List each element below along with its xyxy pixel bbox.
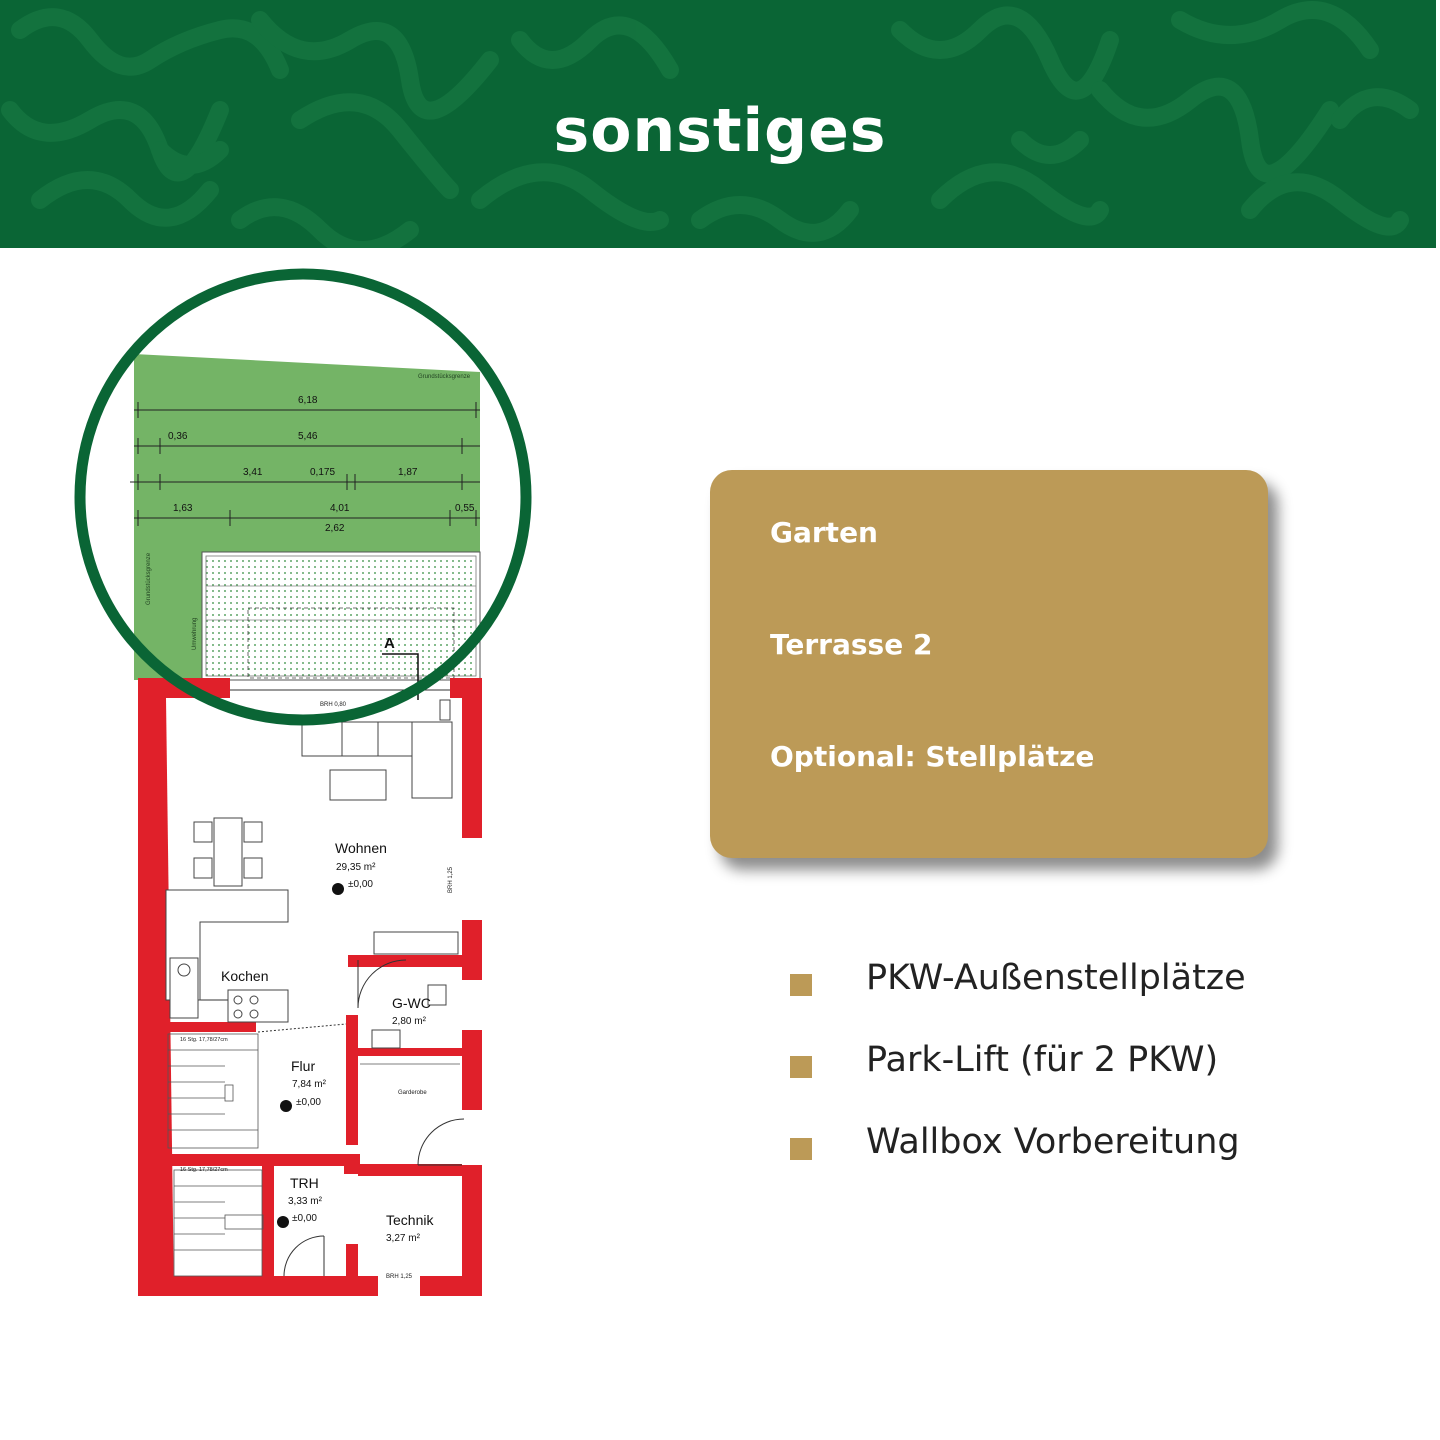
room-kochen-name: Kochen (221, 968, 268, 984)
dim-inner-width: 5,46 (298, 431, 318, 442)
house-walls (138, 678, 482, 1296)
info-card: Garten Terrasse 2 Optional: Stellplätze (710, 470, 1268, 858)
dimension-lines (130, 402, 480, 526)
stairs-label-1: 16 Stg. 17,78/27cm (180, 1037, 228, 1043)
square-bullet-icon (790, 974, 812, 996)
hedge-label: Umwehrung (192, 618, 198, 650)
room-wohnen-name: Wohnen (335, 840, 387, 856)
card-item-terrasse: Terrasse 2 (770, 628, 933, 661)
sill-height-top: BRH 0,80 (320, 702, 347, 708)
wardrobe-label: Garderobe (398, 1090, 427, 1096)
dim-garden-left: 1,63 (173, 503, 193, 514)
feature-label: Park-Lift (für 2 PKW) (866, 1040, 1219, 1080)
feature-label: PKW-Außenstellplätze (866, 958, 1246, 998)
feature-item: PKW-Außenstellplätze (790, 958, 1390, 1008)
feature-label: Wallbox Vorbereitung (866, 1122, 1240, 1162)
furniture (165, 699, 459, 1049)
sill-height-living: BRH 1,25 (448, 866, 454, 893)
feature-item: Park-Lift (für 2 PKW) (790, 1040, 1390, 1090)
section-marker: A (384, 635, 395, 652)
room-trh-name: TRH (290, 1175, 319, 1191)
maze-pattern-background (1, 1, 1419, 248)
property-line-label: Grundstücksgrenze (418, 374, 471, 380)
dim-height: 2,62 (325, 523, 345, 534)
feature-item: Wallbox Vorbereitung (790, 1122, 1390, 1172)
room-wohnen-level: ±0,00 (348, 879, 373, 890)
stairs-label-2: 16 Stg. 17,78/27cm (180, 1167, 228, 1173)
level-marker-icons (277, 883, 344, 1228)
header-banner: sonstiges (0, 0, 1436, 248)
dim-terrace-width: 4,01 (330, 503, 350, 514)
room-technik-name: Technik (386, 1212, 434, 1228)
dim-left-segment: 3,41 (243, 467, 263, 478)
property-line-side-label: Grundstücksgrenze (146, 552, 152, 605)
room-technik-area: 3,27 m² (386, 1233, 421, 1244)
room-gwc-area: 2,80 m² (392, 1016, 427, 1027)
room-flur-area: 7,84 m² (292, 1079, 327, 1090)
room-trh-level: ±0,00 (292, 1213, 317, 1224)
square-bullet-icon (790, 1056, 812, 1078)
sill-height-tech: BRH 1,25 (386, 1274, 413, 1280)
room-wohnen-area: 29,35 m² (336, 862, 376, 873)
floor-plan: Grundstücksgrenze Grundstücksgrenze Umwe… (74, 268, 532, 1296)
dim-total-width: 6,18 (298, 395, 318, 406)
room-flur-level: ±0,00 (296, 1097, 321, 1108)
dim-right-segment: 1,87 (398, 467, 418, 478)
dim-offset-left: 0,36 (168, 431, 188, 442)
terrace (201, 551, 481, 681)
garden-highlight-circle (74, 268, 532, 726)
card-item-garten: Garten (770, 516, 878, 549)
stairs (167, 1033, 460, 1277)
square-bullet-icon (790, 1138, 812, 1160)
page-title: sonstiges (553, 96, 887, 166)
dim-gap: 0,175 (310, 467, 335, 478)
room-gwc-name: G-WC (392, 995, 431, 1011)
dim-garden-right: 0,55 (455, 503, 475, 514)
room-flur-name: Flur (291, 1058, 315, 1074)
card-item-stellplaetze: Optional: Stellplätze (770, 740, 1095, 773)
room-trh-area: 3,33 m² (288, 1196, 323, 1207)
